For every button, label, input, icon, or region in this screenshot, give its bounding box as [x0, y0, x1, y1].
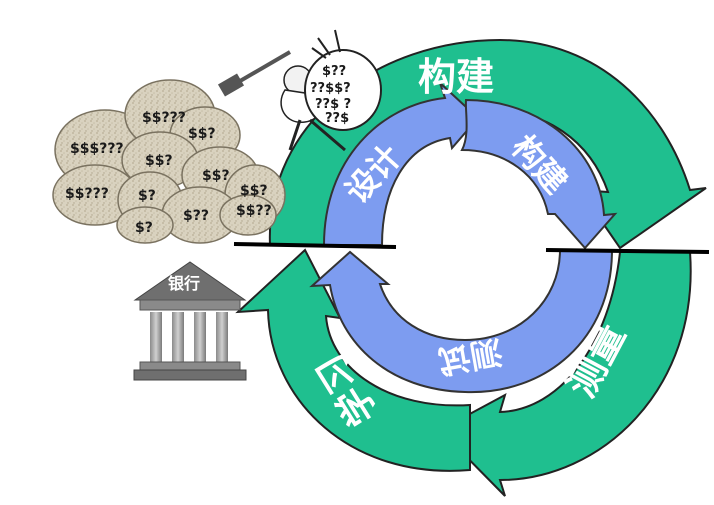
- outer-label-build: 构建: [418, 55, 494, 99]
- money-bag-labels: $$$??? $$??? $$? $$? $$? $$??? $? $$? $?…: [65, 110, 272, 236]
- left-divider-line: [233, 242, 397, 249]
- sack-text: ??$: [325, 111, 349, 126]
- right-divider-line: [545, 248, 710, 254]
- bag-label: $$$???: [70, 141, 124, 157]
- bag-label: $$???: [65, 186, 109, 202]
- bag-label: $??: [183, 208, 209, 224]
- bank-label: 银行: [168, 274, 200, 293]
- bank-building: 银行: [133, 261, 247, 381]
- worker-with-sack-illustration: $?? ??$$? ??$ ? ??$: [217, 29, 382, 152]
- bag-label: $$???: [142, 110, 186, 126]
- outer-arrow-measure: [438, 251, 692, 497]
- inner-cycle: [309, 82, 618, 394]
- bag-label: $?: [135, 220, 153, 236]
- bag-label: $$??: [236, 203, 272, 219]
- bag-label: $$?: [145, 153, 173, 169]
- inner-arrow-test: [309, 249, 614, 394]
- sack-text: $??: [322, 64, 346, 79]
- sack-text: ??$$?: [310, 81, 351, 96]
- money-bags-pile: [52, 79, 286, 244]
- outer-arrow-learn: [235, 248, 471, 472]
- sack-text: ??$ ?: [315, 97, 351, 112]
- bag-label: $$?: [188, 126, 216, 142]
- inner-arrow-design: [322, 82, 480, 246]
- bag-label: $?: [138, 188, 156, 204]
- bag-label: $$?: [202, 168, 230, 184]
- inner-arrow-build: [460, 98, 618, 250]
- bag-label: $$?: [240, 183, 268, 199]
